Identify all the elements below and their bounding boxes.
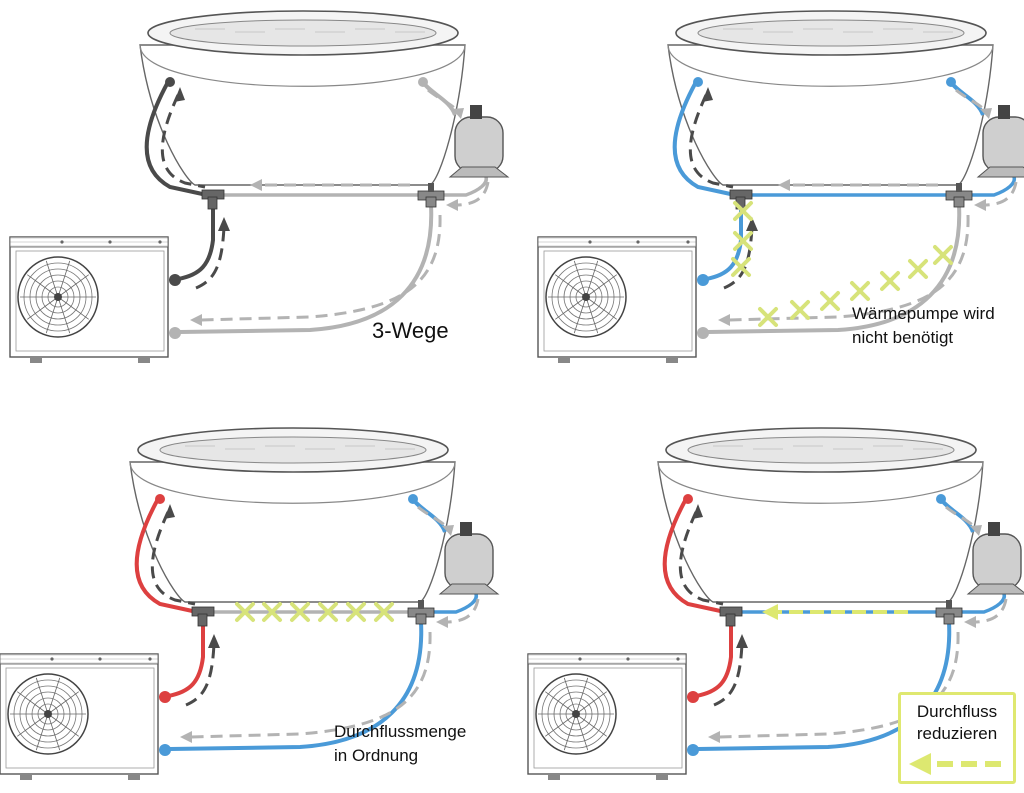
reduced-flow-arrow: [762, 604, 908, 620]
panel-1-label: 3-Wege: [372, 318, 449, 343]
sand-filter-tank-icon: [966, 522, 1024, 595]
above-ground-pool-icon: [667, 10, 994, 186]
panel-3-label: Durchflussmenge in Ordnung: [334, 720, 466, 768]
flow-arrows: [160, 87, 490, 326]
three-way-valve-icon: [945, 183, 973, 208]
blocked-marks: [731, 201, 953, 327]
blocked-marks: [235, 602, 394, 622]
panel-3-label-line-2: in Ordnung: [334, 746, 419, 765]
panel-2-label-line-2: nicht benötigt: [852, 328, 954, 347]
panel-4-note-box: Durchfluss reduzieren: [898, 692, 1016, 784]
tee-junction-icon: [719, 606, 743, 627]
panel-4: [527, 427, 1024, 780]
tee-junction-icon: [201, 189, 225, 210]
panel-3: [0, 427, 500, 780]
above-ground-pool-icon: [139, 10, 466, 186]
sand-filter-tank-icon: [438, 522, 500, 595]
three-way-valve-icon: [935, 600, 963, 625]
sand-filter-tank-icon: [976, 105, 1024, 178]
panel-1: [9, 10, 510, 363]
panel-2-label-line-1: Wärmepumpe wird: [852, 304, 995, 323]
three-way-valve-icon: [417, 183, 445, 208]
tee-junction-icon: [191, 606, 215, 627]
flow-arrows: [678, 504, 1008, 743]
above-ground-pool-icon: [657, 427, 984, 603]
three-way-valve-icon: [407, 600, 435, 625]
flow-arrows: [150, 504, 480, 743]
pipe-network: [144, 77, 489, 339]
panel-4-label-line-1: Durchfluss: [916, 702, 998, 721]
above-ground-pool-icon: [129, 427, 456, 603]
sand-filter-tank-icon: [448, 105, 510, 178]
pipe-network: [134, 494, 479, 756]
heat-pump-unit-icon: [9, 236, 169, 363]
panel-2-label: Wärmepumpe wird nicht benötigt: [852, 302, 995, 350]
flow-arrow-icon: [909, 753, 1005, 775]
panel-2: [537, 10, 1024, 363]
panel-3-label-line-1: Durchflussmenge: [334, 722, 467, 741]
panel-4-label-line-2: reduzieren: [916, 724, 998, 743]
heat-pump-unit-icon: [527, 653, 687, 780]
heat-pump-unit-icon: [537, 236, 697, 363]
heat-pump-unit-icon: [0, 653, 159, 780]
